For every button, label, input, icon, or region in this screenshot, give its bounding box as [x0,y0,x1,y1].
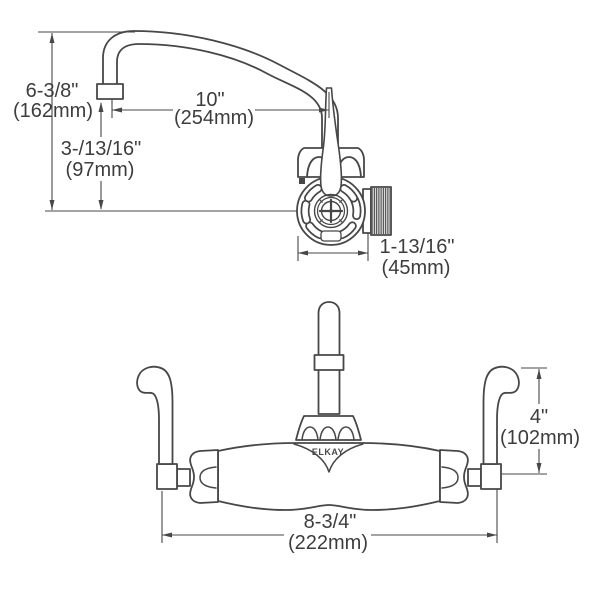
left-handle-base [156,463,178,490]
handle-height-inches: 4" [530,406,548,428]
body-depth-inches: 1-13/16" [380,236,455,258]
right-end-assembly [439,449,502,504]
right-handle-base [480,463,502,490]
outlet-drop-metric: (97mm) [66,159,135,181]
handle-span-inches: 8-3/4" [304,511,357,533]
faucet-body-front [217,442,441,511]
right-stem [467,468,482,487]
brand-logo: ELKAY [312,447,344,457]
left-cap-arch [199,466,217,489]
dimension-body-depth: 1-13/16" (45mm) [297,233,455,279]
side-view: 6-3/8" (162mm) 10" (254mm) 3-/13/16" (97… [13,30,455,279]
threaded-inlet [362,186,392,236]
dimension-spout-reach: 10" (254mm) [111,89,330,129]
front-view: ELKAY [136,301,580,554]
right-wristblade-handle [482,365,520,465]
body-vee-ridge [293,443,364,473]
lever-handle-side [319,87,343,197]
housing-detail-notch [299,178,305,184]
handle-height-metric: (102mm) [500,427,580,449]
flange-slots [300,184,362,240]
spout-inner-curve [116,43,323,149]
dimension-outlet-drop: 3-/13/16" (97mm) [61,102,142,210]
spout-reach-metric: (254mm) [174,107,254,129]
bonnet [295,415,362,441]
swing-spout-side [96,30,339,149]
thread-hatch [372,188,390,234]
thread-body [370,186,392,236]
left-stem [176,468,191,487]
spout-height-metric: (162mm) [13,100,93,122]
coupling-nut [313,354,345,371]
phillips-screw-icon [313,193,349,229]
body-depth-metric: (45mm) [382,257,451,279]
handle-span-metric: (222mm) [288,532,368,554]
outlet-drop-inches: 3-/13/16" [61,138,142,160]
dimension-handle-height: 4" (102mm) [500,367,580,475]
right-cap-arch [441,466,459,489]
spout-outer-curve [102,30,339,149]
bonnet-scallops [301,426,355,441]
left-end-cap [189,449,219,504]
dimension-spout-height: 6-3/8" (162mm) [13,31,297,212]
flange-bottom-tab [320,230,342,242]
right-end-cap [439,449,469,504]
aerator-tip [96,83,124,100]
spout-height-inches: 6-3/8" [26,80,79,102]
spout-reach-inches: 10" [195,89,224,111]
left-wristblade-handle [136,365,174,465]
spout-front [295,301,362,441]
dimension-handle-span: 8-3/4" (222mm) [161,489,498,554]
